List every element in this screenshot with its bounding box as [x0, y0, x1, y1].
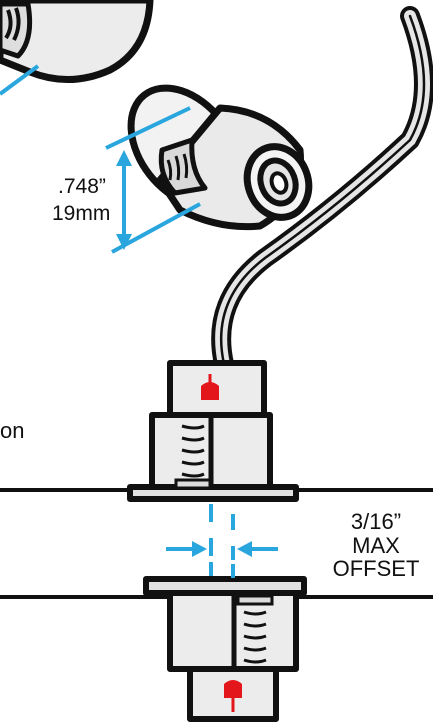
- offset-label-line3: OFFSET: [332, 556, 420, 581]
- partial-cylinder-sensor-top: [0, 0, 154, 83]
- switch-unit-lower: [143, 576, 307, 722]
- red-indicator-upper: [201, 374, 219, 400]
- offset-label-line2: MAX: [352, 533, 400, 558]
- spring-coil-upper: [174, 424, 212, 490]
- red-indicator-lower: [224, 680, 242, 712]
- dimension-leader-top: [0, 64, 40, 96]
- recessed-magnet-sensor: [127, 84, 313, 231]
- alignment-dashes: [209, 504, 235, 578]
- dimension-label-inches: .748”: [58, 175, 106, 198]
- partial-side-text: on: [0, 418, 25, 443]
- dimension-label-mm: 19mm: [52, 202, 111, 225]
- spring-coil-lower: [236, 594, 274, 664]
- diameter-dimension-lines: [105, 106, 201, 254]
- switch-flange-upper: [127, 484, 299, 502]
- offset-arrows: [166, 541, 278, 557]
- wire-leads: [211, 6, 433, 374]
- offset-label-line1: 3/16”: [350, 509, 402, 534]
